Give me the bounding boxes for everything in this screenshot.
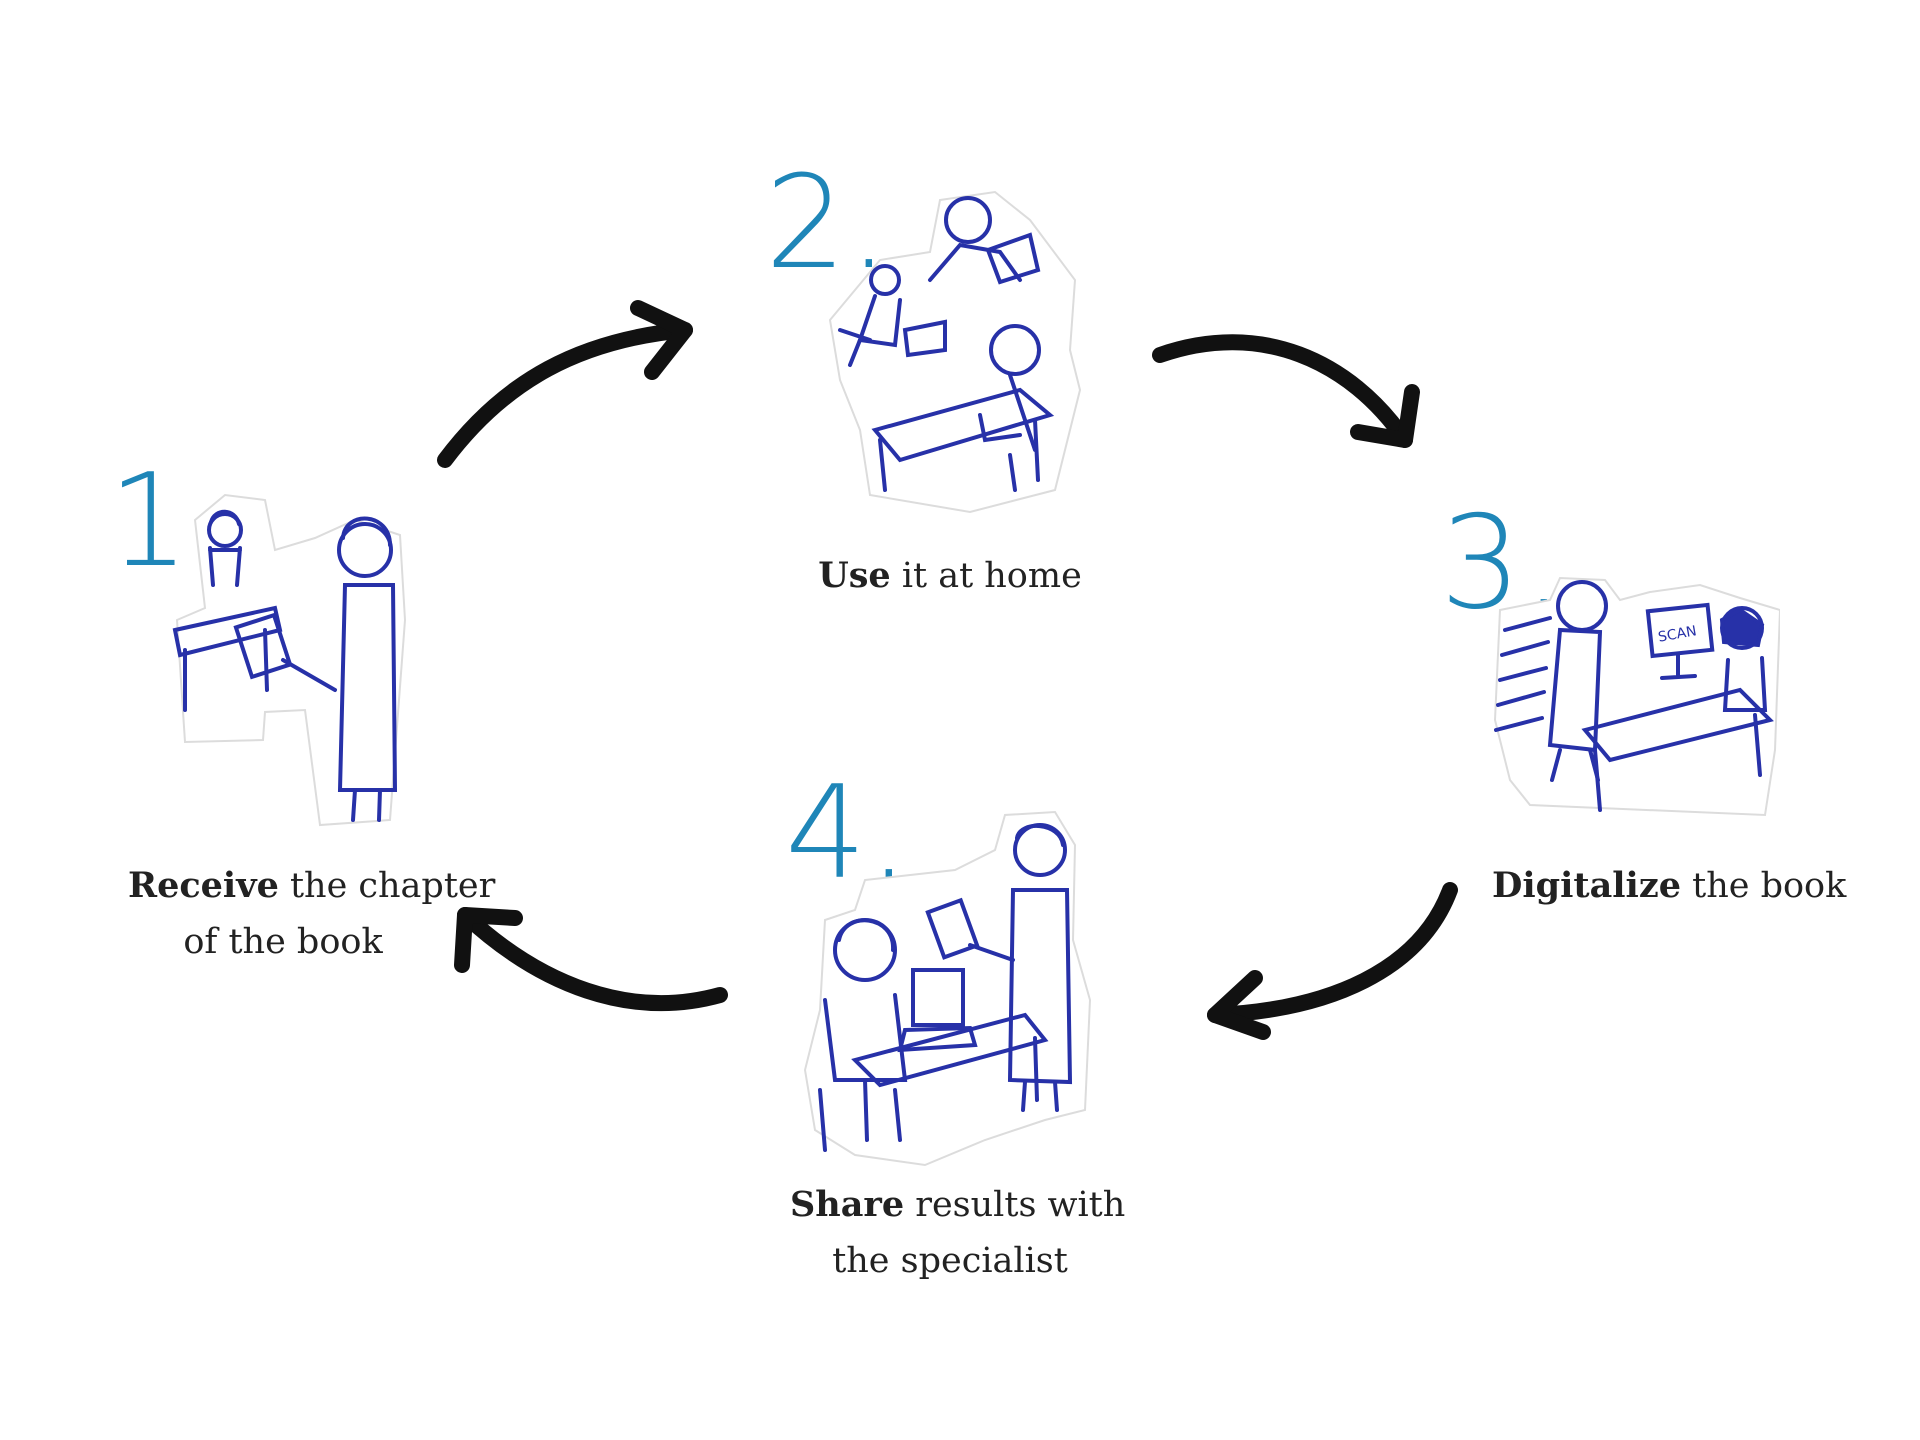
sharing-results-illustration: [803, 810, 1092, 1167]
step-1-caption-line2: of the book: [183, 922, 383, 962]
step-2-caption-bold: Use: [818, 555, 891, 596]
step-4-caption-line2: the specialist: [832, 1241, 1068, 1281]
step-1-caption-rest: the chapter: [278, 866, 496, 906]
step-4-caption-line1: Share results with: [790, 1177, 1125, 1233]
step-4-number: 4.: [785, 759, 912, 908]
arrow-1-to-2: [437, 300, 693, 468]
step-2-caption: Use it at home: [795, 548, 1105, 604]
step-3-caption-line1: Digitalize the book: [1492, 858, 1846, 914]
doctor-giving-chapter-illustration: [172, 493, 407, 827]
arrow-4-to-1: [454, 907, 728, 1012]
step-3-caption: Digitalize the book: [1492, 858, 1846, 914]
step-1-caption-line1: Receive the chapter: [128, 858, 495, 914]
arrow-3-to-4: [1207, 882, 1458, 1040]
step-2-caption-rest: it at home: [890, 556, 1082, 596]
step-3-caption-bold: Digitalize: [1492, 865, 1681, 906]
scanning-book-illustration: SCAN: [1493, 576, 1780, 817]
step-2-number: 2.: [765, 149, 892, 298]
svg-text:SCAN: SCAN: [1657, 623, 1698, 645]
step-4-caption: Share results with the specialist: [790, 1177, 1125, 1289]
step-4-caption-rest: results with: [904, 1185, 1126, 1225]
step-2-caption-line1: Use it at home: [795, 548, 1105, 604]
family-using-book-at-home-illustration: [828, 190, 1082, 514]
step-3-caption-rest: the book: [1681, 866, 1847, 906]
arrow-2-to-3: [1152, 334, 1420, 448]
step-4-caption-bold: Share: [790, 1184, 905, 1225]
step-1-caption-bold: Receive: [128, 865, 279, 906]
step-1-caption: Receive the chapter of the book: [128, 858, 495, 970]
